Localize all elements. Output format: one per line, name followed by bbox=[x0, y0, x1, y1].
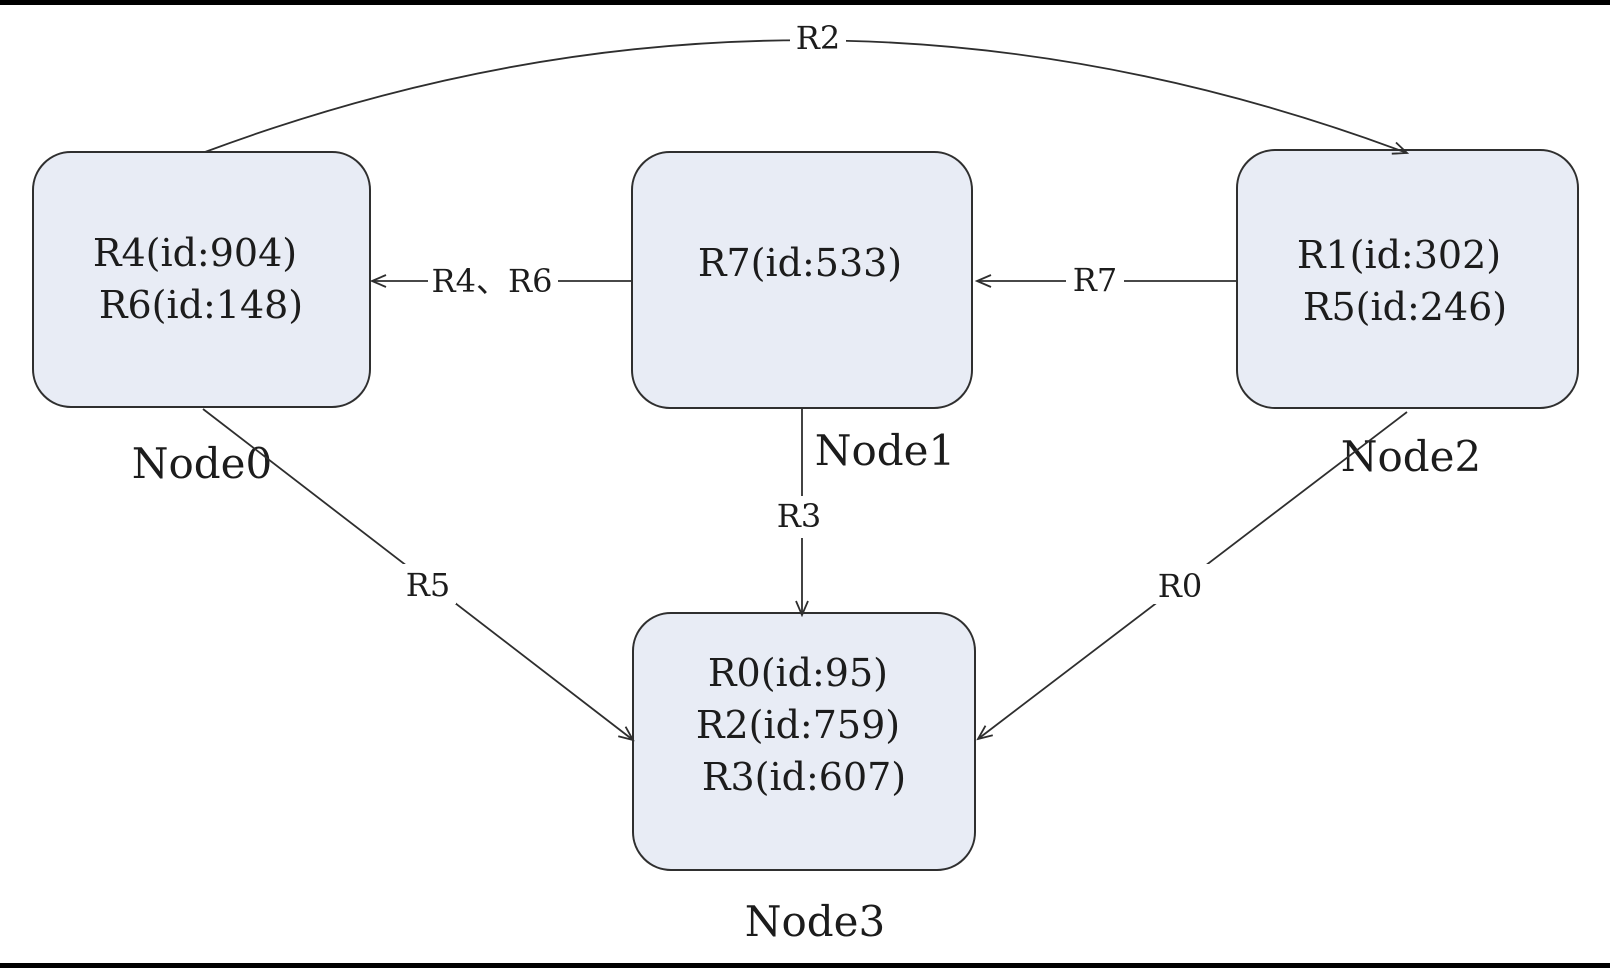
node0-routes: R4(id:904) R6(id:148) bbox=[93, 231, 309, 327]
node3-route-line: R3(id:607) bbox=[702, 755, 906, 799]
node1-routes: R7(id:533) bbox=[698, 241, 902, 285]
node0-route-line: R6(id:148) bbox=[99, 283, 303, 327]
edge-r0-label-bg bbox=[1152, 564, 1210, 604]
node0-label: Node0 bbox=[132, 439, 273, 488]
node2: R1(id:302) R5(id:246) Node2 bbox=[1236, 149, 1579, 481]
node0: R4(id:904) R6(id:148) Node0 bbox=[32, 151, 371, 488]
edge-r3-label-bg bbox=[772, 496, 826, 538]
node3-routes: R0(id:95) R2(id:759) R3(id:607) bbox=[696, 651, 912, 799]
node2-route-line: R5(id:246) bbox=[1303, 285, 1507, 329]
edge-r5-label: R5 bbox=[406, 566, 450, 604]
node3-label: Node3 bbox=[745, 897, 886, 946]
node1-label: Node1 bbox=[815, 426, 956, 475]
node2-routes: R1(id:302) R5(id:246) bbox=[1297, 233, 1513, 329]
edge-r3-label: R3 bbox=[777, 497, 821, 535]
edge-labels: R2 R4、R6 R7 R3 R5 R0 bbox=[400, 18, 1210, 605]
node0-route-line: R4(id:904) bbox=[93, 231, 297, 275]
edge-r4r6-label: R4、R6 bbox=[432, 262, 553, 300]
edge-r5-label-bg bbox=[400, 564, 456, 604]
node3-route-line: R0(id:95) bbox=[708, 651, 888, 695]
edge-r4r6-label-bg bbox=[428, 258, 558, 302]
bottom-frame-bar bbox=[0, 963, 1610, 968]
node2-route-line: R1(id:302) bbox=[1297, 233, 1501, 277]
edge-r2-label-bg bbox=[790, 18, 846, 56]
node3-route-line: R2(id:759) bbox=[696, 703, 900, 747]
edge-r0-label: R0 bbox=[1158, 567, 1202, 605]
node1-route-line: R7(id:533) bbox=[698, 241, 902, 285]
node2-label: Node2 bbox=[1341, 432, 1482, 481]
edge-r7-label-bg bbox=[1066, 260, 1124, 300]
top-frame-bar bbox=[0, 0, 1610, 5]
edge-r2-arrow bbox=[204, 39, 1407, 153]
edge-r7-label: R7 bbox=[1073, 261, 1117, 299]
edge-r2-label: R2 bbox=[796, 19, 840, 57]
node3: R0(id:95) R2(id:759) R3(id:607) Node3 bbox=[632, 612, 976, 946]
node1: R7(id:533) Node1 bbox=[631, 151, 973, 475]
node0-box bbox=[32, 151, 371, 408]
node2-box bbox=[1236, 149, 1579, 409]
